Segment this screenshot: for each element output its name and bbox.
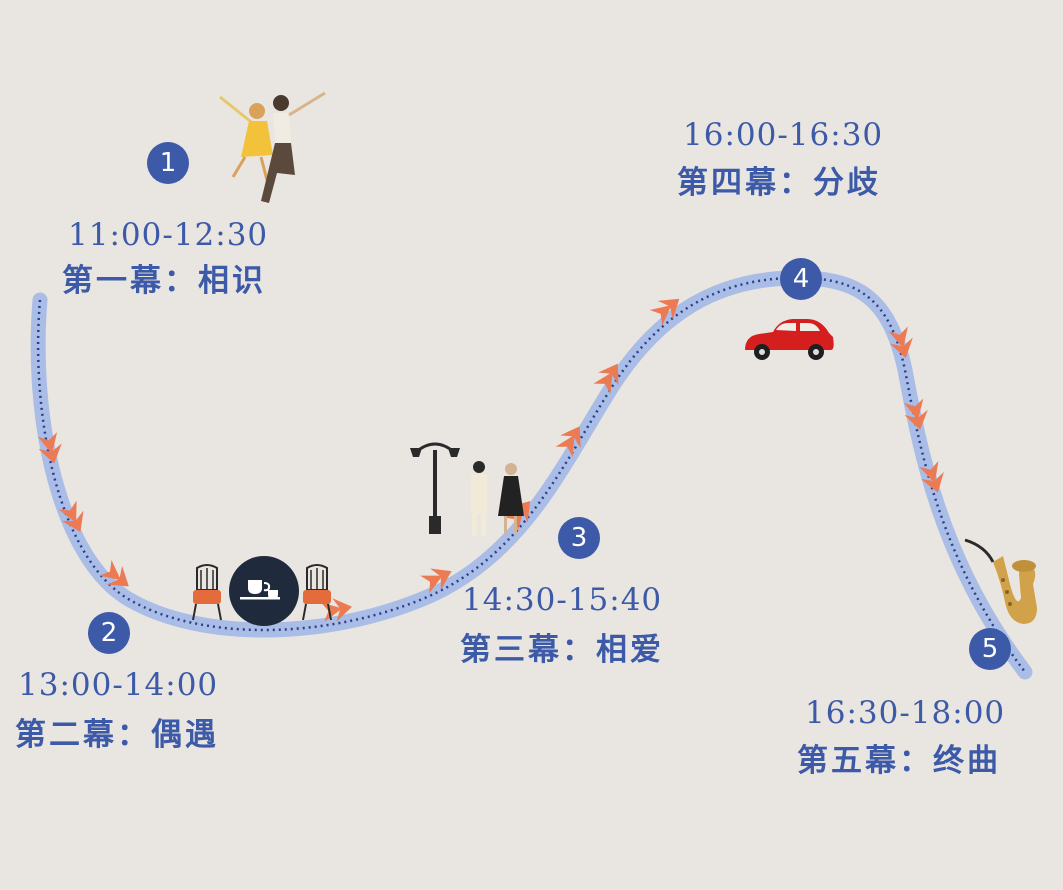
act-1-time: 11:00-12:30 <box>68 217 269 253</box>
act-5-title: 第五幕：终曲 <box>797 743 1001 779</box>
act-1-title: 第一幕：相识 <box>62 263 266 299</box>
arrow-icon <box>888 326 913 358</box>
arrow-icon <box>903 398 928 430</box>
act-2-title: 第二幕：偶遇 <box>15 717 219 753</box>
act-1-number-badge: 1 <box>147 142 189 184</box>
arrow-icon <box>58 500 84 533</box>
timeline-dotted-line <box>36 276 1026 673</box>
act-5-number-badge: 5 <box>969 628 1011 670</box>
act-4-title: 第四幕：分歧 <box>677 165 881 201</box>
dancing-couple-icon <box>219 91 326 203</box>
arrow-icon <box>99 559 129 587</box>
arrow-icon <box>37 432 62 464</box>
act-5-time: 16:30-18:00 <box>805 695 1006 731</box>
red-car-icon <box>745 319 834 360</box>
arrow-icon <box>919 461 944 493</box>
street-lamp-couple-icon <box>410 442 524 536</box>
arrow-icon <box>420 568 452 594</box>
cafe-icon <box>192 556 332 626</box>
arrow-icon <box>649 298 680 326</box>
arrow-icon <box>320 598 353 622</box>
act-3-time: 14:30-15:40 <box>462 582 663 618</box>
act-3-number-badge: 3 <box>558 517 600 559</box>
act-3-title: 第三幕：相爱 <box>460 632 664 668</box>
act-2-time: 13:00-14:00 <box>18 667 219 703</box>
act-4-number-badge: 4 <box>780 258 822 300</box>
act-4-time: 16:00-16:30 <box>683 117 884 153</box>
saxophone-icon <box>964 538 1037 624</box>
arrow-icon <box>593 363 619 395</box>
arrow-icon <box>555 426 581 458</box>
act-2-number-badge: 2 <box>88 612 130 654</box>
